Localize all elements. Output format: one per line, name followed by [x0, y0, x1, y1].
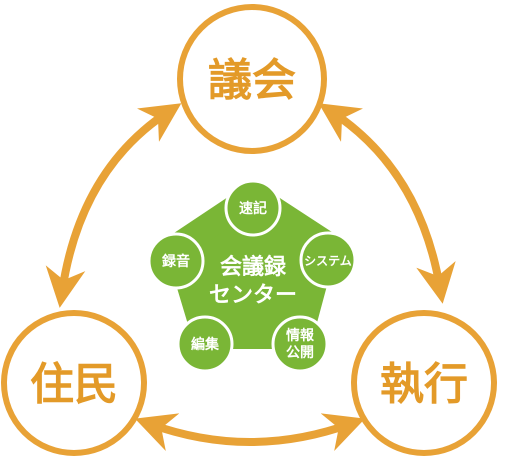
node-residents: 住民: [1, 310, 147, 456]
petal-disclosure-label-1: 情報: [286, 327, 315, 344]
center-hub: 速記 システム 情報 公開 編集 録音 会議録 センター: [147, 179, 357, 373]
petal-shorthand: 速記: [224, 179, 282, 237]
center-title-line1: 会議録: [220, 254, 287, 280]
petal-recording: 録音: [147, 232, 205, 290]
petal-disclosure-label-2: 公開: [286, 345, 314, 361]
arrow-council-executive: [318, 103, 456, 304]
center-title-line2: センター: [209, 283, 297, 308]
node-executive-label: 執行: [380, 359, 468, 410]
node-council-label: 議会: [208, 55, 296, 106]
petal-editing: 編集: [176, 315, 234, 373]
node-residents-label: 住民: [30, 359, 118, 410]
petal-system: システム: [299, 231, 357, 289]
petal-shorthand-label: 速記: [239, 200, 267, 217]
arrow-residents-executive: [134, 413, 366, 451]
petal-recording-label: 録音: [162, 253, 190, 270]
petal-disclosure: 情報 公開: [271, 315, 329, 373]
node-executive: 執行: [351, 310, 497, 456]
petal-system-label: システム: [304, 254, 352, 268]
petal-editing-label: 編集: [191, 336, 220, 353]
node-council: 議会: [177, 4, 327, 154]
arrow-council-residents: [45, 103, 182, 308]
